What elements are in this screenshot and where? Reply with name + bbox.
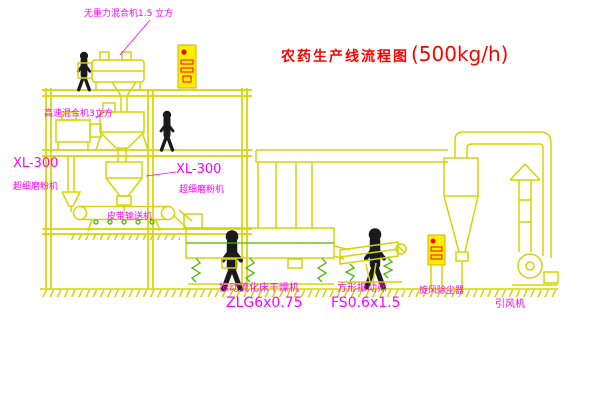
control-panel-lower (427, 234, 446, 289)
panel-button-icon (430, 238, 436, 244)
cyclone-dust-collector (443, 131, 552, 289)
exhaust-stack (509, 163, 541, 252)
label-sieve-model: FS0.6x1.5 (331, 295, 401, 311)
belt-conveyor (72, 205, 193, 232)
label-mill-left-name: 超细磨粉机 (13, 182, 59, 192)
label-fan: 引风机 (495, 299, 525, 310)
worker-figure-2 (161, 111, 173, 150)
exhaust-duct (255, 149, 448, 163)
label-mill-center-name: 超细磨粉机 (179, 185, 225, 195)
induced-draft-fan (512, 253, 559, 286)
platform-hatch (68, 234, 180, 240)
panel-button-icon (181, 49, 187, 55)
label-high-speed-mixer: 高速混合机3立方 (44, 109, 113, 119)
worker-figure-1 (78, 52, 90, 90)
title-capacity: (500kg/h) (411, 42, 509, 66)
page-title: 农药生产线流程图 (500kg/h) (281, 42, 508, 66)
label-gravity-mixer: 无重力混合机1.5 立方 (84, 9, 174, 19)
vibrating-sieve (338, 241, 407, 283)
label-mill-left-model: XL-300 (13, 156, 59, 171)
mill-center (105, 161, 143, 211)
label-mill-center-model: XL-300 (176, 162, 222, 177)
label-leader-lines (95, 19, 177, 177)
label-dryer-name: 振动流化床干燥机 (219, 283, 299, 294)
gravity-mixer (77, 51, 145, 112)
mill-left (55, 111, 102, 212)
label-belt-conveyor: 皮带输送机 (107, 212, 153, 222)
label-dryer-model: ZLG6x0.75 (226, 295, 303, 311)
high-speed-mixer (95, 102, 149, 162)
label-cyclone: 旋风除尘器 (419, 286, 465, 296)
title-text: 农药生产线流程图 (281, 49, 409, 65)
fluid-bed-dryer (183, 162, 351, 285)
ground-hatch (40, 290, 558, 297)
label-sieve-name: 方形振动筛 (337, 283, 387, 294)
control-panel-upper (177, 44, 197, 89)
